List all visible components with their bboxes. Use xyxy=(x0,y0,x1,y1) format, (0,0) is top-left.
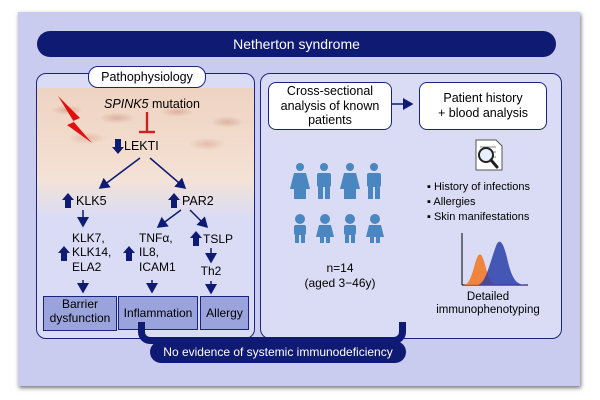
arrow-lekti-klk5 xyxy=(98,157,141,189)
person-icon xyxy=(290,163,310,199)
spinks-gene-name: SPINK5 xyxy=(104,97,149,111)
arrow-lekti-par2 xyxy=(149,157,187,189)
title-bar: Netherton syndrome xyxy=(37,31,556,57)
conclusion-connector xyxy=(138,322,406,344)
par2-label: PAR2 xyxy=(182,194,214,208)
skin-layers-illustration xyxy=(37,88,254,218)
conclusion-text: No evidence of systemic immunodeficiency xyxy=(163,345,393,359)
cytokine-item: TNFα, xyxy=(139,231,173,245)
tslp-up-arrow xyxy=(190,231,202,246)
cytokine-item: ICAM1 xyxy=(139,259,176,274)
pathophysiology-panel xyxy=(36,73,255,339)
conclusion-bar: No evidence of systemic immunodeficiency xyxy=(150,341,406,363)
mutation-word: mutation xyxy=(148,97,200,111)
allergy-box: Allergy xyxy=(200,296,249,330)
cytokine-item: IL8, xyxy=(139,245,160,260)
outcome-line: dysfunction xyxy=(49,310,111,325)
outcome-line: Allergy xyxy=(206,306,243,320)
inflammation-box: Inflammation xyxy=(118,296,198,330)
person-icon xyxy=(367,163,381,199)
child-icon xyxy=(316,214,334,243)
bullet-item: ▪ History of infections xyxy=(427,181,530,193)
cohort-age: (aged 3−46y) xyxy=(304,276,376,290)
label-line: immunophenotyping xyxy=(436,304,540,317)
lightning-icon xyxy=(58,96,92,143)
box-line: analysis of known xyxy=(280,98,380,113)
th2-label: Th2 xyxy=(200,264,222,278)
child-icon xyxy=(294,214,306,243)
immunophenotyping-label: Detailed immunophenotyping xyxy=(428,291,548,317)
page-title: Netherton syndrome xyxy=(233,36,360,52)
label-line: Detailed xyxy=(466,291,510,303)
pathophysiology-header: Pathophysiology xyxy=(88,66,206,88)
klk-list: KLK7, KLK14, ELA2 xyxy=(72,231,122,274)
par2-up-arrow xyxy=(168,193,180,208)
adult-icons xyxy=(290,163,381,199)
klk-list-up-arrow xyxy=(58,246,70,261)
klk-list-item: ELA2 xyxy=(72,259,102,274)
mutation-label: SPINK5 mutation xyxy=(92,97,212,111)
outcome-line: Inflammation xyxy=(123,306,193,320)
tslp-label: TSLP xyxy=(203,232,234,246)
person-icon xyxy=(317,163,331,199)
cross-sectional-box: Cross-sectional analysis of known patien… xyxy=(268,82,392,130)
box-line: + blood analysis xyxy=(438,106,528,120)
cytokine-list: TNFα, IL8, ICAM1 xyxy=(139,231,189,274)
person-icon xyxy=(340,163,360,199)
klk5-up-arrow xyxy=(62,193,74,208)
box-line: Cross-sectional xyxy=(286,84,374,99)
bullet-item: ▪ Allergies xyxy=(427,195,476,208)
child-icons xyxy=(294,214,384,243)
assessment-list: ▪ History of infections ▪ Allergies ▪ Sk… xyxy=(427,180,557,225)
arrow-par2-tslp xyxy=(189,209,209,229)
histogram-icon xyxy=(461,233,528,286)
lekti-label: LEKTI xyxy=(124,139,159,153)
barrier-dysfunction-box: Barrier dysfunction xyxy=(43,296,117,331)
klk5-label: KLK5 xyxy=(76,194,107,208)
lekti-down-arrow xyxy=(112,139,124,154)
klk-list-item: KLK7, xyxy=(72,231,105,245)
outcome-line: Barrier xyxy=(61,297,98,311)
cytokines-up-arrow xyxy=(123,246,135,261)
box-line: Patient history xyxy=(443,91,523,105)
patient-history-box: Patient history + blood analysis xyxy=(419,82,547,130)
cohort-size: n=14 xyxy=(326,261,354,275)
child-icon xyxy=(344,214,356,243)
magnifier-document-icon xyxy=(475,139,503,171)
child-icon xyxy=(366,214,384,243)
klk-list-item: KLK14, xyxy=(72,245,112,260)
arrow-par2-cytokines xyxy=(156,209,182,228)
box-line: patients xyxy=(308,113,352,128)
bullet-item: ▪ Skin manifestations xyxy=(427,210,530,223)
